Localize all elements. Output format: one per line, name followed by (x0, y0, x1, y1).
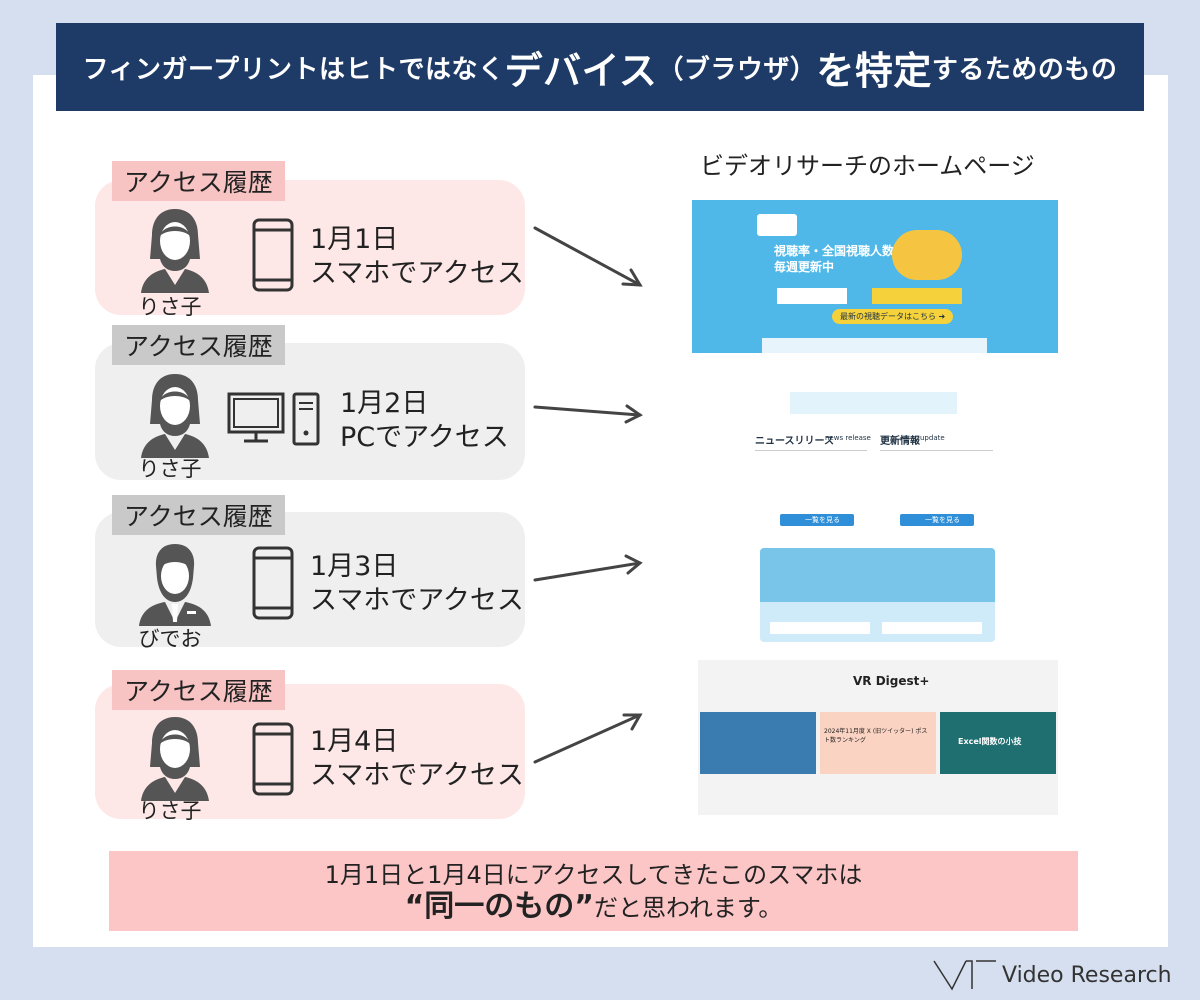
title-part5: するためのもの (931, 54, 1118, 85)
access-history-tag-3: アクセス履歴 (112, 495, 285, 535)
smartphone-icon (252, 546, 294, 620)
conclusion-line2: だと思われます。 (594, 894, 783, 922)
access-action-2: PCでアクセス (340, 422, 509, 453)
access-note-4: 1月4日 スマホでアクセス (310, 725, 524, 793)
news-title: ニュースリリース (755, 436, 834, 447)
update-title: 更新情報 (880, 436, 920, 447)
arrows-to-homepage (533, 226, 643, 764)
news-more-button[interactable] (780, 514, 854, 526)
digest-card-3[interactable] (940, 712, 1056, 774)
access-action-4: スマホでアクセス (310, 760, 524, 791)
smartphone-icon (252, 722, 294, 796)
hero-button[interactable]: 最新の視聴データはこちら ➜ (832, 309, 954, 324)
hero-chip-2 (872, 288, 962, 304)
vr-logo-mark-icon (933, 960, 996, 991)
update-more-label: 一覧を見る (925, 516, 960, 524)
hero-chip-1 (777, 288, 847, 304)
access-note-2: 1月2日 PCでアクセス (340, 387, 509, 455)
news-more-label: 一覧を見る (805, 516, 840, 524)
homepage-title: ビデオリサーチのホームページ (700, 152, 1035, 180)
digest-card-3-text: Excel関数の小技 (958, 737, 1022, 746)
user-name-1: りさ子 (138, 295, 202, 319)
contact-link-1[interactable] (770, 622, 870, 634)
user-name-4: りさ子 (138, 799, 202, 823)
news-release-section: ニュースリリース news release 一覧を見る (755, 432, 871, 527)
digest-card-1[interactable] (700, 712, 816, 774)
digest-card-2-text: 2024年11月度 X (旧ツイッター) ポスト数ランキング (824, 728, 928, 744)
update-section: 更新情報 update 一覧を見る (880, 432, 993, 527)
contact-panel (760, 548, 995, 642)
woman-user-icon (141, 717, 209, 801)
contact-link-2[interactable] (882, 622, 982, 634)
smartphone-icon (252, 218, 294, 292)
news-sub: news release (825, 434, 871, 442)
update-sub: update (920, 434, 945, 442)
video-research-logo: Video Research (932, 957, 1172, 993)
desktop-pc-icon (227, 392, 320, 446)
title-part4: を特定 (816, 48, 932, 93)
homepage-hero: 視聴率・全国視聴人数 毎週更新中 最新の視聴データはこちら ➜ (692, 200, 1058, 353)
access-date-2: 1月2日 (340, 388, 429, 419)
access-history-tag-4: アクセス履歴 (112, 670, 285, 710)
hero-illustration (892, 230, 962, 280)
title-part1: フィンガープリントはヒトではなく (82, 54, 505, 85)
access-note-1: 1月1日 スマホでアクセス (310, 223, 524, 291)
title-part3: （ブラウザ） (657, 54, 817, 85)
update-rule (880, 450, 993, 451)
access-date-3: 1月3日 (310, 551, 399, 582)
news-rule (755, 450, 867, 451)
digest-card-2[interactable] (820, 712, 936, 774)
hero-line2: 毎週更新中 (774, 260, 835, 274)
conclusion-line1: 1月1日と1月4日にアクセスしてきたこのスマホは (324, 861, 863, 889)
access-action-3: スマホでアクセス (310, 585, 524, 616)
conclusion-quote: “同一のもの” (404, 889, 595, 924)
access-history-tag-2: アクセス履歴 (112, 325, 285, 365)
title-part2: デバイス (504, 48, 658, 93)
access-date-4: 1月4日 (310, 726, 399, 757)
title-banner: フィンガープリントはヒトではなくデバイス（ブラウザ）を特定するためのもの (56, 23, 1144, 111)
update-more-button[interactable] (900, 514, 974, 526)
hero-carousel[interactable] (762, 338, 987, 353)
contact-panel-header (760, 548, 995, 602)
access-note-3: 1月3日 スマホでアクセス (310, 550, 524, 618)
digest-logo: VR Digest+ (853, 674, 930, 688)
access-action-1: スマホでアクセス (310, 258, 524, 289)
woman-user-icon (141, 209, 209, 293)
user-name-3: びでお (138, 627, 202, 651)
homepage-subbanner[interactable] (790, 392, 957, 414)
access-history-tag-1: アクセス履歴 (112, 161, 285, 201)
digest-panel: VR Digest+ 2024年11月度 X (旧ツイッター) ポスト数ランキン… (698, 660, 1058, 815)
conclusion-box: 1月1日と1月4日にアクセスしてきたこのスマホは “同一のもの”だと思われます。 (109, 851, 1078, 931)
logo-text: Video Research (1002, 962, 1172, 988)
access-date-1: 1月1日 (310, 224, 399, 255)
hero-badge (757, 214, 797, 236)
hero-line1: 視聴率・全国視聴人数 (774, 244, 895, 258)
user-name-2: りさ子 (138, 457, 202, 481)
man-user-icon (139, 544, 211, 626)
woman-user-icon (141, 374, 209, 458)
